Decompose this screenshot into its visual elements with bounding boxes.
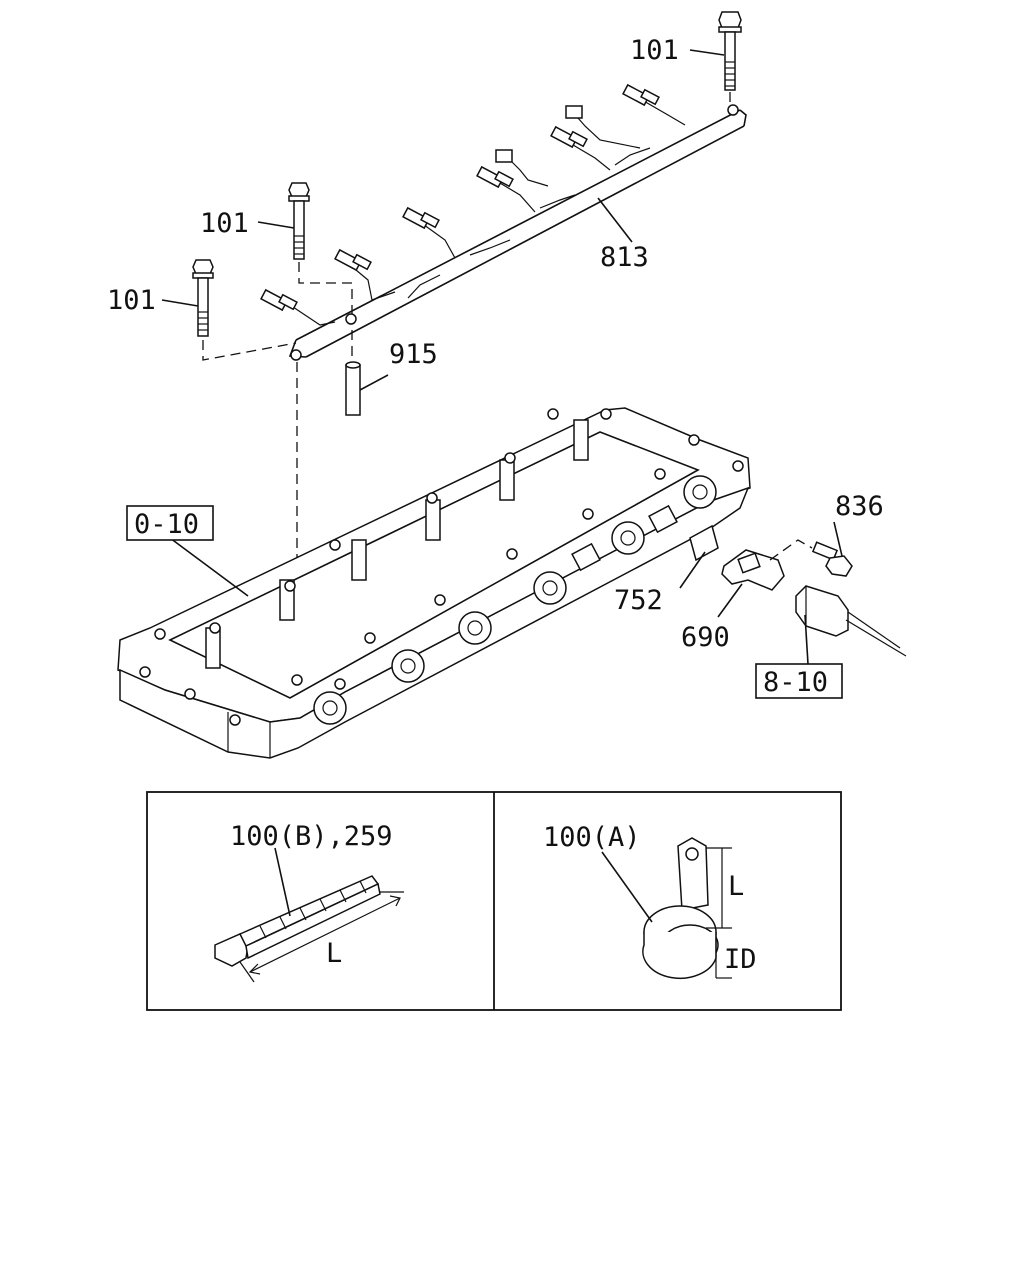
label-spacer-915: 915 <box>389 339 438 370</box>
spacer-915 <box>345 330 361 416</box>
cable-tie-detail <box>214 847 404 983</box>
leader-lines <box>161 49 843 665</box>
gasket-752 <box>689 524 719 562</box>
detail-panel <box>146 791 842 1011</box>
bolt-101-left <box>192 259 297 361</box>
bolt-101-mid <box>288 182 353 316</box>
ref-box-connector <box>755 663 843 699</box>
ref-box-cover <box>126 505 214 541</box>
sensor-690 <box>721 539 813 591</box>
label-detail-clip-id: ID <box>724 944 757 975</box>
label-harness-813: 813 <box>600 242 649 273</box>
cover-outline <box>117 362 751 759</box>
bolt-836 <box>811 541 853 577</box>
wiring-harness-813 <box>260 83 747 361</box>
label-ref-cover[interactable]: 0-10 <box>134 509 199 540</box>
label-sensor-690: 690 <box>681 622 730 653</box>
label-bolt-101-top: 101 <box>630 35 679 66</box>
label-detail-clip-length: L <box>728 871 744 902</box>
label-bolt-836: 836 <box>835 491 884 522</box>
label-ref-connector[interactable]: 8-10 <box>763 667 828 698</box>
label-detail-tie-length: L <box>326 938 342 969</box>
label-detail-tie: 100(B),259 <box>230 821 393 852</box>
label-detail-clip: 100(A) <box>543 822 641 853</box>
label-gasket-752: 752 <box>614 585 663 616</box>
connector-8-10 <box>795 585 907 657</box>
clip-detail <box>601 837 732 980</box>
label-bolt-101-mid: 101 <box>200 208 249 239</box>
bolt-101-top <box>718 11 742 108</box>
label-bolt-101-left: 101 <box>107 285 156 316</box>
